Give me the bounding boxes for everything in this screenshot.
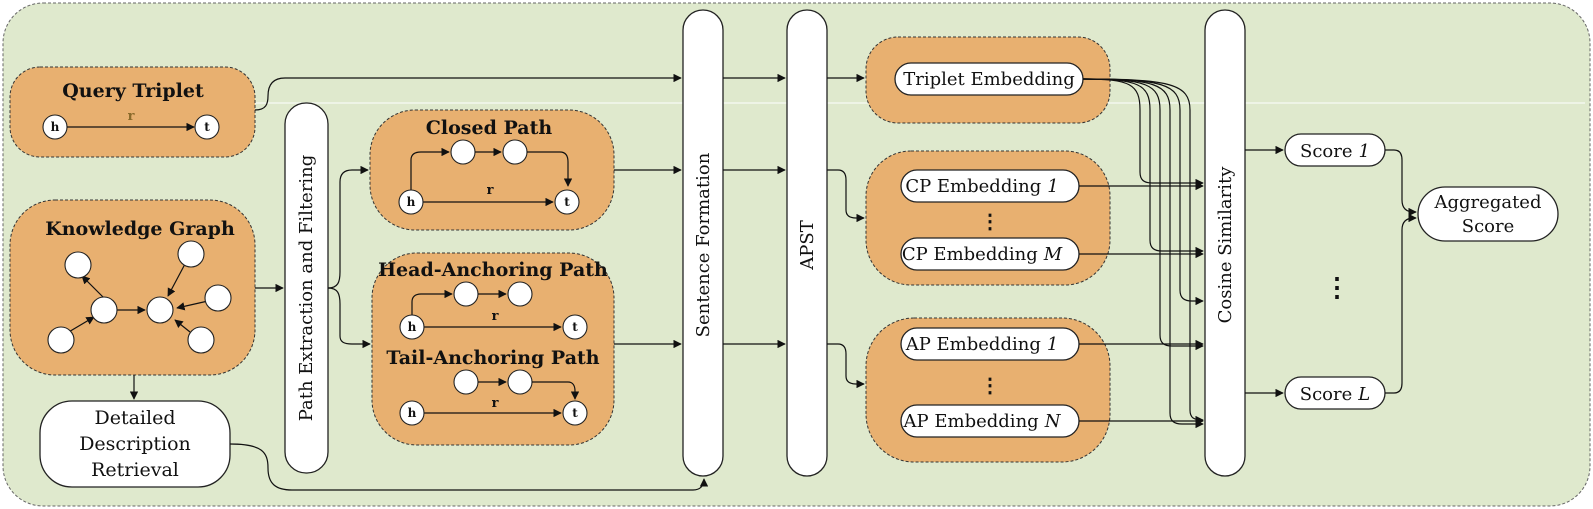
knowledge-graph-module: Knowledge Graph bbox=[9, 199, 256, 376]
head-anchoring-title: Head-Anchoring Path bbox=[378, 259, 608, 281]
detailed-description-block: Detailed Description Retrieval bbox=[39, 400, 231, 488]
head-anchoring-head: h bbox=[408, 320, 417, 334]
closed-path-title: Closed Path bbox=[426, 117, 553, 139]
sentence-formation-block: Sentence Formation bbox=[682, 9, 724, 477]
closed-path-relation: r bbox=[487, 183, 494, 198]
cosine-similarity-label: Cosine Similarity bbox=[1215, 166, 1236, 324]
triplet-embedding-module: Triplet Embedding bbox=[865, 36, 1111, 124]
kg-node bbox=[146, 296, 174, 324]
score-first-label: Score bbox=[1300, 141, 1353, 162]
tail-anchoring-tail: t bbox=[572, 406, 578, 420]
kg-node bbox=[64, 251, 92, 279]
score-last-label: Score bbox=[1300, 384, 1353, 405]
apst-label: APST bbox=[797, 220, 818, 270]
cp-embedding-first-index: 1 bbox=[1047, 176, 1058, 197]
triplet-embedding-label: Triplet Embedding bbox=[903, 69, 1075, 90]
closed-path-tail: t bbox=[564, 195, 570, 209]
scores-vdots: ⋮ bbox=[1324, 273, 1350, 303]
head-anchoring-relation: r bbox=[492, 309, 499, 324]
ap-embedding-vdots: ⋮ bbox=[980, 373, 1000, 397]
cp-embedding-vdots: ⋮ bbox=[980, 209, 1000, 233]
aggregated-score-line1: Aggregated bbox=[1434, 192, 1542, 213]
detailed-description-line1: Detailed bbox=[94, 407, 175, 429]
head-anchoring-tail: t bbox=[572, 320, 578, 334]
kg-node bbox=[47, 326, 75, 354]
tail-anchoring-head: h bbox=[408, 406, 417, 420]
score-first-index: 1 bbox=[1359, 141, 1370, 162]
path-extraction-label: Path Extraction and Filtering bbox=[296, 155, 317, 422]
path-extraction-block: Path Extraction and Filtering bbox=[284, 102, 329, 474]
ap-embedding-first-index: 1 bbox=[1047, 334, 1058, 355]
tail-anchoring-relation: r bbox=[492, 396, 499, 411]
cp-embedding-last-index: M bbox=[1043, 244, 1063, 265]
kg-node bbox=[204, 284, 232, 312]
detailed-description-line2: Description bbox=[79, 433, 191, 455]
cosine-similarity-block: Cosine Similarity bbox=[1204, 9, 1246, 477]
score-first-block: Score 1 bbox=[1284, 133, 1386, 167]
query-head-label: h bbox=[51, 120, 60, 134]
query-triplet-module: Query Triplet h r t bbox=[9, 66, 256, 158]
apst-block: APST bbox=[786, 9, 828, 477]
query-tail-label: t bbox=[204, 120, 210, 134]
kg-node bbox=[90, 296, 118, 324]
query-tail-node bbox=[194, 114, 220, 140]
closed-path-module: Closed Path r h t bbox=[369, 109, 615, 231]
tail-anchoring-title: Tail-Anchoring Path bbox=[386, 347, 599, 369]
kg-node bbox=[177, 240, 205, 268]
knowledge-graph-title: Knowledge Graph bbox=[45, 218, 235, 240]
cp-embedding-last-label: CP Embedding bbox=[902, 244, 1038, 265]
anchoring-path-module: Head-Anchoring Path r h t Tail-Anchoring… bbox=[371, 252, 615, 446]
closed-path-head: h bbox=[407, 195, 416, 209]
aggregated-score-line2: Score bbox=[1462, 216, 1515, 237]
query-relation-label: r bbox=[128, 109, 135, 124]
sentence-formation-label: Sentence Formation bbox=[693, 152, 714, 337]
ap-embedding-first-label: AP Embedding bbox=[905, 334, 1041, 355]
detailed-description-line3: Retrieval bbox=[91, 459, 179, 481]
kg-node bbox=[187, 326, 215, 354]
ap-embedding-last-label: AP Embedding bbox=[903, 411, 1039, 432]
aggregated-score-block: Aggregated Score bbox=[1417, 186, 1559, 242]
query-triplet-title: Query Triplet bbox=[62, 80, 204, 102]
score-last-index: L bbox=[1357, 384, 1370, 405]
ap-embedding-last-index: N bbox=[1044, 411, 1062, 432]
cp-embedding-first-label: CP Embedding bbox=[905, 176, 1041, 197]
